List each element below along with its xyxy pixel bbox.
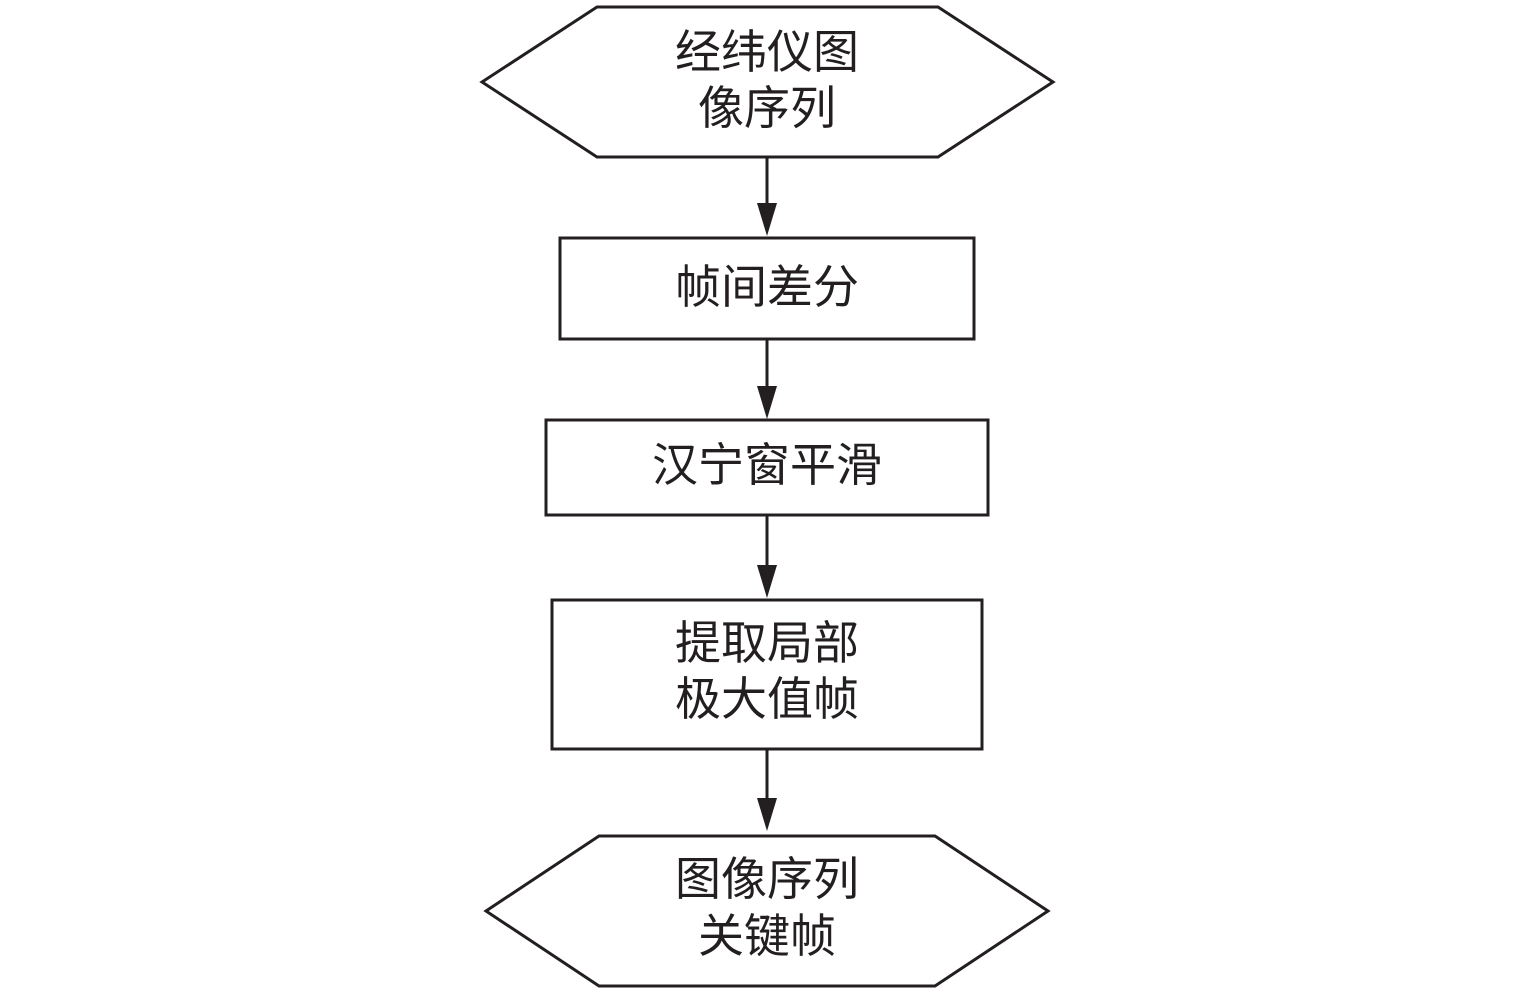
- node-label-line: 帧间差分: [675, 260, 859, 314]
- node-label-line: 图像序列: [675, 852, 859, 906]
- arrow-input-to-frame-diff: [757, 157, 777, 236]
- node-extract-local-maxima: 提取局部 极大值帧: [550, 598, 984, 751]
- node-label-line: 极大值帧: [675, 672, 859, 726]
- node-label-line: 汉宁窗平滑: [652, 438, 882, 492]
- hexagon-shape: [483, 834, 1051, 988]
- arrow-local-max-to-output: [757, 749, 777, 831]
- arrowhead: [757, 203, 777, 236]
- hexagon-shape: [479, 5, 1056, 159]
- rectangle-shape: [558, 236, 976, 341]
- arrowhead: [757, 565, 777, 598]
- node-label-line: 经纬仪图: [675, 25, 859, 79]
- node-frame-difference: 帧间差分: [558, 236, 976, 341]
- node-key-frames-output: 图像序列 关键帧: [483, 834, 1051, 988]
- arrow-hanning-to-local-max: [757, 515, 777, 598]
- node-image-sequence-input: 经纬仪图 像序列: [479, 5, 1056, 159]
- node-hanning-smoothing: 汉宁窗平滑: [544, 418, 990, 517]
- rectangle-shape: [550, 598, 984, 751]
- arrowhead: [757, 386, 777, 419]
- rectangle-shape: [544, 418, 990, 517]
- node-label-line: 关键帧: [698, 909, 836, 963]
- arrow-frame-diff-to-hanning: [757, 339, 777, 419]
- node-label-line: 像序列: [698, 81, 836, 135]
- node-label-line: 提取局部: [675, 616, 859, 670]
- arrowhead: [757, 798, 777, 831]
